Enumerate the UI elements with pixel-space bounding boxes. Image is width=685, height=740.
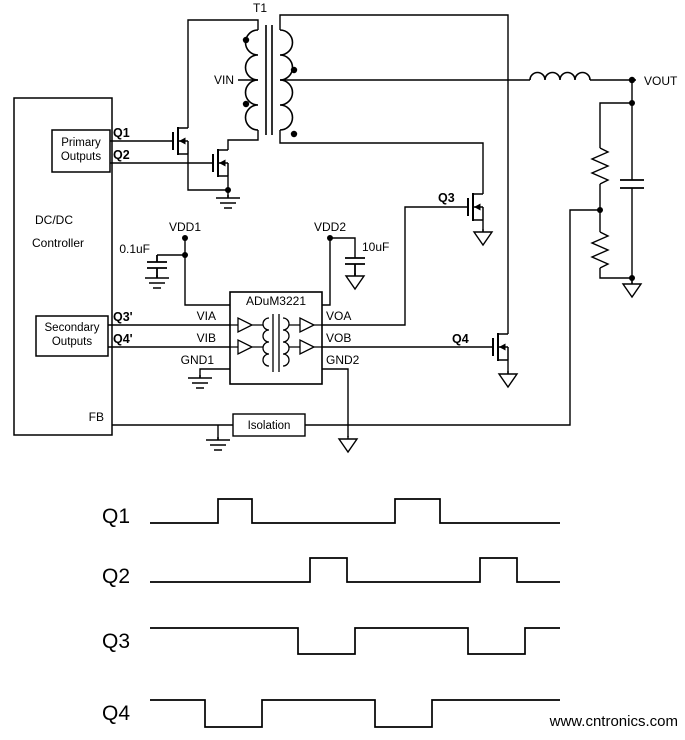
waveform-section: Q1 Q2 Q3 Q4 [102,498,560,728]
isolation-box [232,413,306,437]
vdd2-label: VDD2 [314,220,346,234]
q2-label: Q2 [113,148,130,162]
pin-vob-label: VOB [326,331,351,345]
pin-vib-label: VIB [197,331,216,345]
waveform-label-q3: Q3 [102,630,130,653]
waveform-label-q4: Q4 [102,702,130,725]
waveform-label-q1: Q1 [102,505,130,528]
schematic-wires [108,14,644,440]
transformer-secondary-winding [279,29,294,131]
cap1-label: 0.1uF [119,242,150,256]
pin-gnd1-label: GND1 [181,353,215,367]
mosfet-q2-icon [197,148,229,178]
output-inductor [529,71,591,81]
pin-gnd2-label: GND2 [326,353,360,367]
mosfet-q4-icon [477,332,509,362]
buffer-via-icon [237,316,254,334]
gnd2-wire [322,368,349,437]
secondary-outputs-label-line2: Outputs [52,336,93,348]
output-cap-plates [620,179,644,189]
resistor-r1 [590,147,610,185]
fb-label: FB [89,410,104,424]
signal-ground-q3-icon [473,228,493,246]
q3-label: Q3 [438,191,455,205]
isolator-core [272,314,280,372]
schematic-labels: T1 VIN VOUT DC/DC Controller FB Primary … [32,1,678,432]
q2-drain-wire [227,130,259,150]
q1-source-wire [187,154,228,191]
isolator-internal-wires [230,324,322,348]
primary-outputs-label-line1: Primary [61,137,101,149]
t1-label: T1 [253,1,267,15]
secondary-outputs-label-line1: Secondary [45,322,100,334]
signal-ground-output-icon [622,280,642,298]
waveform-label-q2: Q2 [102,565,130,588]
vdd2-wire [322,238,331,306]
waveform-trace-q1 [150,498,560,524]
vin-label: VIN [214,73,234,87]
secondary-outputs-box [35,315,109,357]
controller-label-line1: DC/DC [35,213,73,227]
boxes [13,97,113,436]
isolation-label: Isolation [248,420,291,432]
phase-dot-icon [242,36,250,44]
fb-wire [112,209,600,426]
earth-ground-isolation-icon [205,436,231,451]
phase-dot-icon [290,130,298,138]
isolator-chip-box [229,291,323,385]
divider-top-wire [599,102,632,148]
cap2-label: 10uF [362,240,389,254]
divider-bottom-wire [599,268,632,279]
cap1-symbol [147,255,167,278]
waveform-trace-q2 [150,557,560,583]
q3-prime-label: Q3' [113,310,133,324]
phase-dot-icon [242,100,250,108]
voa-wire [322,206,453,326]
earth-ground-cap1-icon [144,274,170,289]
isolator-left-coil [262,317,270,367]
transformer-core [265,25,273,135]
earth-ground-q2-icon [215,194,241,209]
secondary-bottom-wire [279,130,484,194]
pin-via-label: VIA [197,309,216,323]
transformer-t1 [244,25,294,135]
mosfet-q1-icon [157,126,189,156]
signal-ground-gnd2-icon [338,435,358,453]
vdd1-wire [184,238,230,306]
buffer-voa-icon [299,316,316,334]
resistor-r2 [590,231,610,269]
isolator-part-label: ADuM3221 [246,294,306,308]
mosfet-q3-icon [452,192,484,222]
secondary-top-wire [279,14,509,334]
junction-dots [182,36,636,281]
isolation-barrier [232,413,306,437]
isolator-right-coil [282,317,290,367]
isolator-chip [229,291,323,385]
q4-prime-label: Q4' [113,332,133,346]
cap2-branch-wire [330,237,356,258]
transformer-primary-winding [244,29,259,131]
earth-ground-gnd1-icon [187,374,213,389]
signal-ground-q4-icon [498,370,518,388]
phase-dot-icon [290,66,298,74]
signal-ground-cap2-icon [345,272,365,290]
waveform-traces [150,498,560,728]
watermark-text: www.cntronics.com [549,713,678,730]
q1-drain-wire [187,19,259,128]
waveform-trace-q3 [150,627,560,655]
pin-voa-label: VOA [326,309,351,323]
primary-outputs-box [51,129,111,173]
buffer-vob-icon [299,338,316,356]
gnd1-wire [199,368,230,378]
vdd1-label: VDD1 [169,220,201,234]
primary-outputs-label-line2: Outputs [61,151,102,163]
q4-label: Q4 [452,332,469,346]
q1-label: Q1 [113,126,130,140]
buffer-vib-icon [237,338,254,356]
waveform-trace-q4 [150,699,560,728]
vout-label: VOUT [644,74,678,88]
controller-label-line2: Controller [32,236,84,250]
